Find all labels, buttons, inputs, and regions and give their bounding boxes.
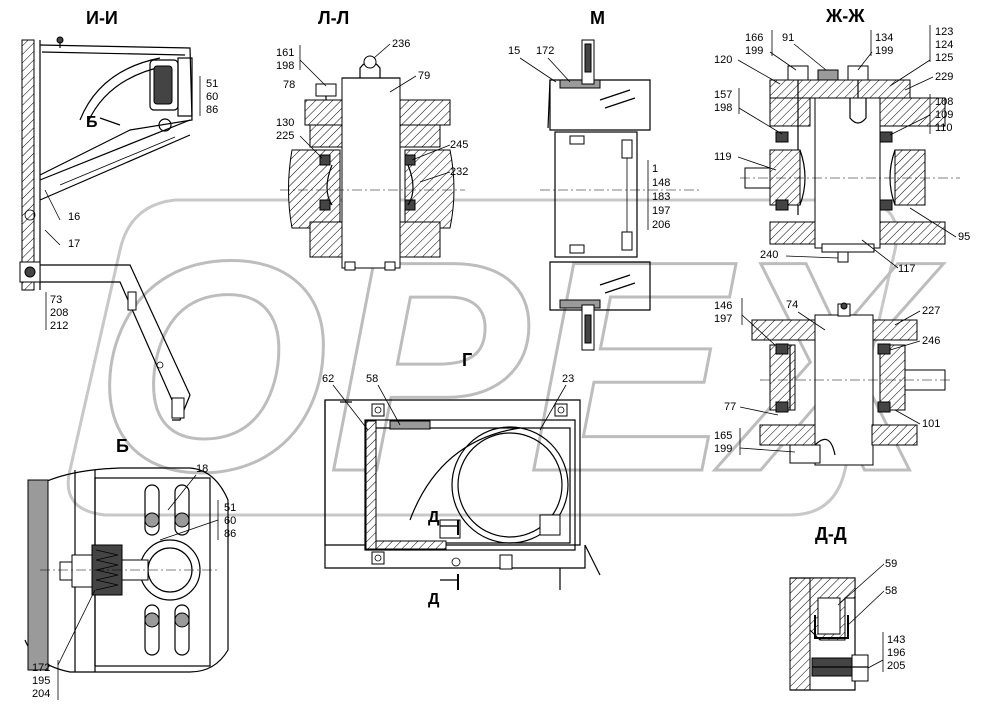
m-label-197: 197	[652, 205, 670, 217]
zhl-label-197: 197	[714, 313, 732, 325]
zhzh-label-124: 124	[935, 39, 953, 51]
zhzh-label-109: 109	[935, 109, 953, 121]
zhzh-label-199a: 199	[745, 45, 763, 57]
g-label-62: 62	[322, 373, 334, 385]
zhzh-label-125: 125	[935, 52, 953, 64]
view-g: Г Д Д 62	[322, 350, 601, 608]
zhzh-label-110: 110	[935, 122, 953, 134]
view-zhzh: Ж-Ж 166 199 91	[714, 6, 970, 275]
zhzh-label-134: 134	[875, 32, 893, 44]
view-ii: И-И Б 51 60	[19, 8, 218, 421]
b-label-195: 195	[32, 675, 50, 687]
ll-label-79: 79	[418, 70, 430, 82]
watermark: OPEX	[66, 197, 946, 536]
g-section-mark-1: Д	[428, 509, 440, 526]
ii-label-86: 86	[206, 104, 218, 116]
zhzh-label-123: 123	[935, 26, 953, 38]
ll-label-245: 245	[450, 139, 468, 151]
zhzh-label-199b: 199	[875, 45, 893, 57]
ii-label-60: 60	[206, 91, 218, 103]
ll-label-130: 130	[276, 117, 294, 129]
dd-label-143: 143	[887, 634, 905, 646]
g-section-mark-2: Д	[428, 591, 440, 608]
ll-label-232: 232	[450, 166, 468, 178]
dd-label-58: 58	[885, 585, 897, 597]
view-dd-title: Д-Д	[815, 524, 847, 544]
b-label-86: 86	[224, 528, 236, 540]
view-b-title: Б	[116, 436, 129, 456]
zhl-label-101: 101	[922, 418, 940, 430]
m-label-148: 148	[652, 177, 670, 189]
view-zh-lower: 146 197 74 227 246 77 101 165 199	[714, 298, 950, 466]
b-label-60: 60	[224, 515, 236, 527]
b-label-51: 51	[224, 502, 236, 514]
g-label-23: 23	[562, 373, 574, 385]
ll-label-161: 161	[276, 47, 294, 59]
view-g-title: Г	[462, 350, 472, 370]
zhl-label-227: 227	[922, 305, 940, 317]
zhzh-label-108: 108	[935, 96, 953, 108]
view-m-title: М	[590, 8, 605, 28]
zhzh-label-198: 198	[714, 102, 732, 114]
ll-label-198: 198	[276, 60, 294, 72]
ll-label-236: 236	[392, 38, 410, 50]
zhzh-label-119: 119	[714, 151, 732, 163]
m-label-183: 183	[652, 191, 670, 203]
view-zhzh-title: Ж-Ж	[825, 6, 865, 26]
ii-label-73: 73	[50, 294, 62, 306]
ll-label-78: 78	[283, 79, 295, 91]
dd-label-59: 59	[885, 558, 897, 570]
ll-label-225: 225	[276, 130, 294, 142]
b-label-172: 172	[32, 662, 50, 674]
view-ii-title: И-И	[86, 8, 118, 28]
ii-b-mark: Б	[86, 114, 98, 131]
zhl-label-74: 74	[786, 299, 798, 311]
ii-label-16: 16	[68, 211, 80, 223]
dd-label-205: 205	[887, 660, 905, 672]
zhzh-label-95: 95	[958, 231, 970, 243]
zhl-label-246: 246	[922, 335, 940, 347]
watermark-text: OPEX	[95, 198, 944, 534]
b-label-18: 18	[196, 463, 208, 475]
view-dd: Д-Д 59 58 143 196 205	[789, 524, 905, 691]
zhl-label-77: 77	[724, 401, 736, 413]
ii-label-51: 51	[206, 78, 218, 90]
dd-label-196: 196	[887, 647, 905, 659]
ii-label-208: 208	[50, 307, 68, 319]
zhzh-label-120: 120	[714, 54, 732, 66]
zhzh-label-91: 91	[782, 32, 794, 44]
zhl-label-199: 199	[714, 443, 732, 455]
ii-label-17: 17	[68, 238, 80, 250]
g-label-58: 58	[366, 373, 378, 385]
view-b: Б 18 51 60 86 172 195	[24, 436, 236, 700]
view-ll-title: Л-Л	[318, 8, 349, 28]
m-label-1: 1	[652, 163, 658, 175]
view-m: М 15 172 1 148 183 197 206	[508, 8, 700, 351]
b-label-204: 204	[32, 688, 50, 700]
ii-wall	[21, 39, 35, 291]
zhzh-label-240: 240	[760, 249, 778, 261]
zhzh-label-229: 229	[935, 71, 953, 83]
ii-label-212: 212	[50, 320, 68, 332]
view-ll: Л-Л 161 198 236 78	[276, 8, 468, 271]
m-label-172: 172	[536, 45, 554, 57]
m-label-206: 206	[652, 219, 670, 231]
m-label-15: 15	[508, 45, 520, 57]
zhzh-label-157: 157	[714, 89, 732, 101]
zhzh-label-166: 166	[745, 32, 763, 44]
zhzh-label-117: 117	[898, 263, 916, 275]
zhl-label-146: 146	[714, 300, 732, 312]
zhl-label-165: 165	[714, 430, 732, 442]
